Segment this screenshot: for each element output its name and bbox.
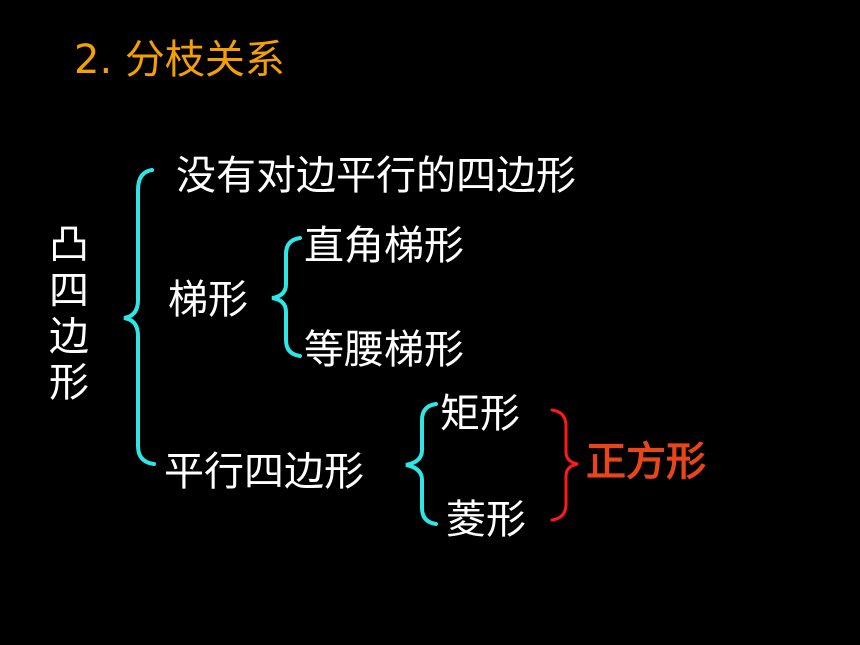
root-node-convex-quadrilateral: 凸 四 边 形 [44,222,94,406]
brace-root [123,168,156,466]
node-trapezoid: 梯形 [168,277,248,323]
root-char: 四 [49,268,89,314]
node-parallelogram: 平行四边形 [164,449,364,495]
page-title: 2. 分枝关系 [74,37,285,83]
node-isosceles-trapezoid: 等腰梯形 [304,327,464,373]
node-rhombus: 菱形 [446,497,526,543]
brace-square [550,408,579,522]
root-char: 形 [49,360,89,406]
node-no-parallel-quadrilateral: 没有对边平行的四边形 [176,153,576,199]
brace-trapezoid [271,236,302,358]
node-right-trapezoid: 直角梯形 [304,223,464,269]
node-square: 正方形 [586,439,706,485]
node-rectangle: 矩形 [440,391,520,437]
brace-parallelogram [405,402,438,526]
root-char: 边 [49,314,89,360]
root-char: 凸 [49,222,89,268]
